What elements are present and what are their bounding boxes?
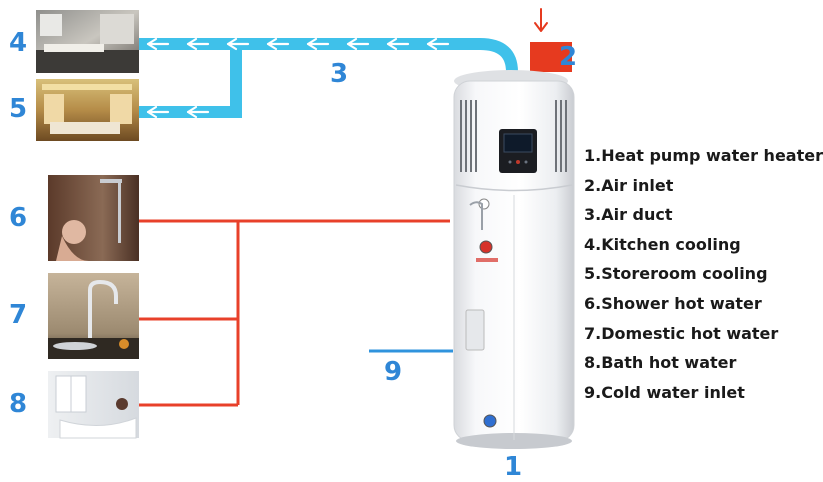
legend-item: 1.Heat pump water heater bbox=[584, 146, 823, 165]
air-inlet bbox=[530, 42, 572, 72]
label-8: 8 bbox=[9, 389, 28, 419]
legend-item: 3.Air duct bbox=[584, 205, 673, 225]
label-2: 2 bbox=[559, 42, 578, 72]
legend-item: 2.Air inlet bbox=[584, 175, 674, 195]
legend: 1.Heat pump water heater 2.Air inlet 3.A… bbox=[584, 141, 823, 407]
label-9: 9 bbox=[384, 357, 403, 387]
arrow-left-icon bbox=[146, 37, 450, 119]
label-3: 3 bbox=[330, 59, 349, 89]
label-6: 6 bbox=[9, 203, 28, 233]
legend-item: 8.Bath hot water bbox=[584, 353, 737, 373]
label-4: 4 bbox=[9, 28, 28, 58]
arrow-down-icon bbox=[534, 8, 548, 32]
legend-item: 9.Cold water inlet bbox=[584, 382, 745, 402]
label-1: 1 bbox=[504, 452, 523, 482]
legend-item: 5.Storeroom cooling bbox=[584, 264, 768, 284]
hot-water-pipes bbox=[139, 219, 450, 407]
legend-item: 6.Shower hot water bbox=[584, 293, 762, 313]
kitchen-photo bbox=[36, 10, 139, 73]
bath-photo bbox=[48, 371, 139, 439]
storeroom-photo bbox=[36, 79, 139, 141]
faucet-photo bbox=[48, 273, 139, 359]
heat-pump-water-heater bbox=[453, 70, 575, 449]
legend-item: 7.Domestic hot water bbox=[584, 323, 779, 343]
label-7: 7 bbox=[9, 300, 28, 330]
shower-photo bbox=[48, 175, 139, 262]
heat-pump-diagram bbox=[36, 8, 575, 449]
label-5: 5 bbox=[9, 94, 28, 124]
legend-item: 4.Kitchen cooling bbox=[584, 234, 741, 254]
